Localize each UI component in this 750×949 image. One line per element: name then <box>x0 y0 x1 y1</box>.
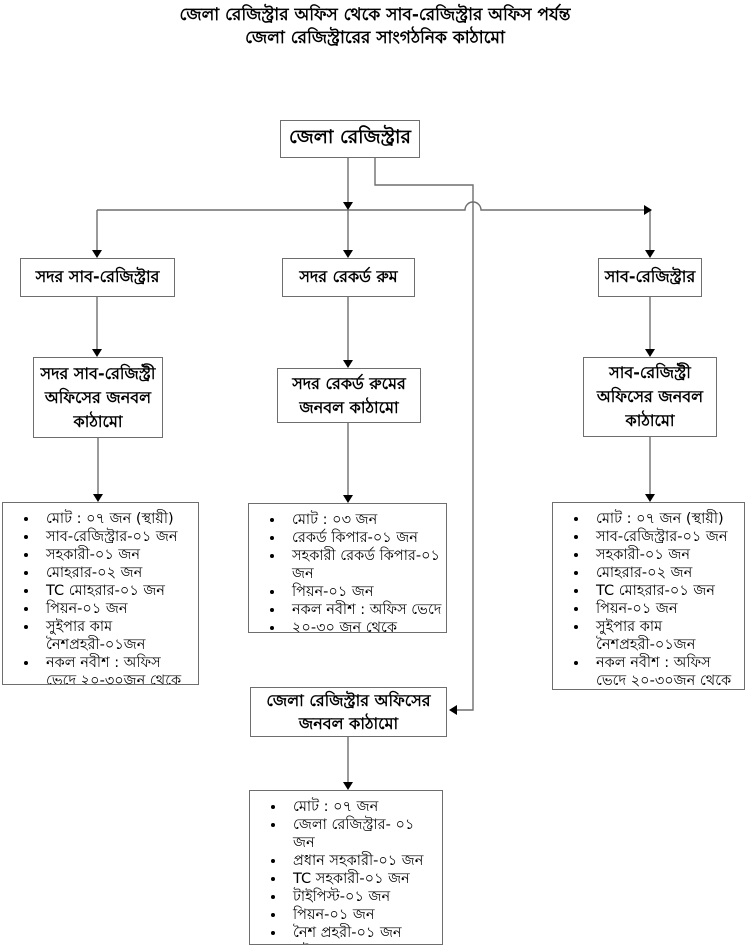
arrowhead-left-icon <box>449 705 457 715</box>
staff-list-item: সাব-রেজিস্ট্রার-০১ জন <box>589 528 740 546</box>
arrowhead-right-icon <box>644 205 652 215</box>
staff-list-item: পিয়ন-০১ জন <box>589 600 740 618</box>
node-sadar-record-room-staffing: সদর রেকর্ড রুমের জনবল কাঠামো <box>277 368 421 423</box>
node-sadar-sub-registrar: সদর সাব-রেজিস্ট্রার <box>20 258 175 297</box>
staff-list-item: TC মোহরার-০১ জন <box>589 582 740 600</box>
arrowhead-down-icon <box>343 495 353 503</box>
staff-list-item: TC সহকারী-০১ জন <box>286 870 438 888</box>
staff-list-item: নকল নবীশ : অফিস ভেদে ২০-৩০জন থেকে ৫০-৬০ … <box>39 654 194 684</box>
staff-list-item: মোহরার-০২ জন <box>589 564 740 582</box>
arrowhead-down-icon <box>343 202 353 210</box>
arrowhead-down-icon <box>343 250 353 258</box>
node-district-registrar: জেলা রেজিস্ট্রার <box>280 120 420 158</box>
staff-list-item: মোট : ০৭ জন (স্থায়ী) <box>39 510 194 528</box>
staff-list: মোট : ০৩ জনরেকর্ড কিপার-০১ জনসহকারী রেকর… <box>249 511 446 632</box>
chart-title: জেলা রেজিস্ট্রার অফিস থেকে সাব-রেজিস্ট্র… <box>0 4 750 50</box>
arrowhead-down-icon <box>92 349 102 357</box>
connector-root-to-district-office <box>374 158 474 711</box>
staff-list-item: সহকারী রেকর্ড কিপার-০১ জন <box>285 547 442 583</box>
staff-list-sadar-record-room: মোট : ০৩ জনরেকর্ড কিপার-০১ জনসহকারী রেকর… <box>248 503 447 633</box>
node-district-registrar-office-staffing: জেলা রেজিস্ট্রার অফিসের জনবল কাঠামো <box>250 687 447 737</box>
staff-list-item: মোট : ০৭ জন <box>286 798 438 816</box>
staff-list-district-registrar-office: মোট : ০৭ জনজেলা রেজিস্ট্রার- ০১ জনপ্রধান… <box>249 790 443 945</box>
staff-list-item: মোহরার-০২ জন <box>39 564 194 582</box>
arrowhead-down-icon <box>343 360 353 368</box>
staff-list-item: সুইপার-০১ জন <box>286 942 438 944</box>
staff-list-item: সুইপার কাম নৈশপ্রহরী-০১জন <box>589 618 740 654</box>
staff-list-item: সাব-রেজিস্ট্রার-০১ জন <box>39 528 194 546</box>
arrowhead-down-icon <box>93 494 103 502</box>
staff-list-item: নকল নবীশ : অফিস ভেদে <box>285 601 442 619</box>
staff-list-item: পিয়ন-০১ জন <box>39 600 194 618</box>
staff-list-item: মোট : ০৩ জন <box>285 511 442 529</box>
staff-list-item: মোট : ০৭ জন (স্থায়ী) <box>589 510 740 528</box>
arrowhead-down-icon <box>645 349 655 357</box>
staff-list-item: পিয়ন-০১ জন <box>285 583 442 601</box>
node-sub-registrar: সাব-রেজিস্ট্রার <box>598 258 702 297</box>
arrowhead-down-icon <box>343 782 353 790</box>
chart-title-line2: জেলা রেজিস্ট্রারের সাংগঠনিক কাঠামো <box>245 28 505 48</box>
staff-list-item: TC মোহরার-০১ জন <box>39 582 194 600</box>
staff-list-item: রেকর্ড কিপার-০১ জন <box>285 529 442 547</box>
arrowhead-down-icon <box>645 250 655 258</box>
arrowhead-down-icon <box>645 494 655 502</box>
staff-list-sub-registry: মোট : ০৭ জন (স্থায়ী)সাব-রেজিস্ট্রার-০১ … <box>552 502 745 690</box>
staff-list: মোট : ০৭ জনজেলা রেজিস্ট্রার- ০১ জনপ্রধান… <box>250 798 442 944</box>
arrowhead-down-icon <box>92 250 102 258</box>
arrowheads <box>92 202 655 790</box>
staff-list: মোট : ০৭ জন (স্থায়ী)সাব-রেজিস্ট্রার-০১ … <box>553 510 744 689</box>
node-sub-registry-staffing: সাব-রেজিস্ট্রী অফিসের জনবল কাঠামো <box>583 357 717 437</box>
node-sadar-record-room: সদর রেকর্ড রুম <box>282 258 415 297</box>
staff-list-item: সুইপার কাম নৈশপ্রহরী-০১জন <box>39 618 194 654</box>
staff-list-item: নকল নবীশ : অফিস ভেদে ২০-৩০জন থেকে ৫০-৬০ … <box>589 654 740 689</box>
staff-list: মোট : ০৭ জন (স্থায়ী)সাব-রেজিস্ট্রার-০১ … <box>3 510 198 684</box>
staff-list-item: জেলা রেজিস্ট্রার- ০১ জন <box>286 816 438 852</box>
staff-list-item: প্রধান সহকারী-০১ জন <box>286 852 438 870</box>
staff-list-item: পিয়ন-০১ জন <box>286 906 438 924</box>
staff-list-item: ২০-৩০ জন থেকে ৫০-৬০ জন (অস্থায়ী) <box>285 619 442 632</box>
staff-list-sadar-sub-registry: মোট : ০৭ জন (স্থায়ী)সাব-রেজিস্ট্রার-০১ … <box>2 502 199 685</box>
connector-horizontal-bus <box>97 201 644 211</box>
staff-list-item: সহকারী-০১ জন <box>39 546 194 564</box>
staff-list-item: সহকারী-০১ জন <box>589 546 740 564</box>
node-sadar-sub-registry-staffing: সদর সাব-রেজিস্ট্রী অফিসের জনবল কাঠামো <box>33 357 163 438</box>
staff-list-item: টাইপিস্ট-০১ জন <box>286 888 438 906</box>
chart-title-line1: জেলা রেজিস্ট্রার অফিস থেকে সাব-রেজিস্ট্র… <box>179 5 571 25</box>
staff-list-item: নৈশ প্রহরী-০১ জন <box>286 924 438 942</box>
